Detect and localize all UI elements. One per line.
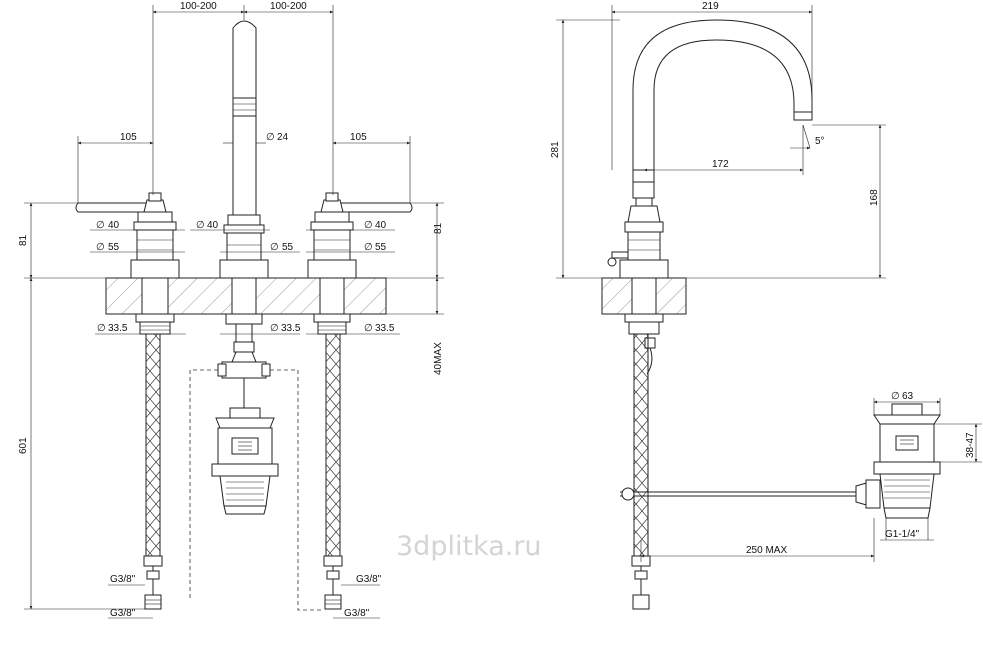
side-hose-end xyxy=(631,555,651,610)
handle-right-base-dia-symbol: ∅ xyxy=(364,242,373,253)
shank-left-dia-label: 33.5 xyxy=(108,323,128,334)
handle-left-base-dia-symbol: ∅ xyxy=(96,242,105,253)
right-handle-valve xyxy=(307,192,413,335)
drain-adjust-label: 38-47 xyxy=(965,432,976,458)
handle-right-top-dia-symbol: ∅ xyxy=(364,220,373,231)
shank-right-dia-label: 33.5 xyxy=(375,323,395,334)
front-dimensions xyxy=(24,5,444,619)
handle-right-top-dia-label: 40 xyxy=(375,220,387,231)
deck-thickness-label: 40MAX xyxy=(433,342,444,375)
inner-reach-label: 172 xyxy=(712,159,729,170)
drain-front xyxy=(211,407,279,515)
spout-diameter-label: 24 xyxy=(277,132,289,143)
aerator xyxy=(793,111,813,121)
handle-left-base-dia-label: 55 xyxy=(108,242,120,253)
handle-right-base-dia-label: 55 xyxy=(375,242,387,253)
total-height-label: 281 xyxy=(550,141,561,158)
reach-label: 219 xyxy=(702,1,719,12)
side-hose xyxy=(633,333,649,557)
side-view: 219 281 172 168 5° ∅ 63 38-47 G1-1/4" 25… xyxy=(550,1,982,610)
hose-length-label: 601 xyxy=(18,437,29,454)
rod-length-label: 250 MAX xyxy=(746,545,787,556)
shank-spout-dia-symbol: ∅ xyxy=(270,323,279,334)
watermark: 3dplitka.ru xyxy=(396,531,542,562)
gooseneck-spout xyxy=(632,19,813,199)
front-view: 100-200 100-200 105 105 ∅ 24 ∅ 40 ∅ 55 ∅… xyxy=(18,1,444,619)
drain-thread-label: G1-1/4" xyxy=(885,529,920,540)
shank-spout-dia-label: 33.5 xyxy=(281,323,301,334)
spread-left-label: 100-200 xyxy=(180,1,217,12)
hose-left xyxy=(145,333,161,557)
hose-left-end xyxy=(143,555,163,610)
conn-left-upper-label: G3/8" xyxy=(110,574,136,585)
shank-left-dia-symbol: ∅ xyxy=(97,323,106,334)
right-height-label: 81 xyxy=(433,222,444,234)
left-height-label: 81 xyxy=(18,234,29,246)
left-handle-valve xyxy=(75,192,180,335)
spout-collar xyxy=(632,169,655,183)
spout-base-dia-label: 55 xyxy=(282,242,294,253)
spread-right-label: 100-200 xyxy=(270,1,307,12)
conn-right-lower-label: G3/8" xyxy=(344,608,370,619)
drain-cap-dia-label: 63 xyxy=(902,391,914,402)
hose-right-end xyxy=(323,555,343,610)
lever-right-label: 105 xyxy=(350,132,367,143)
side-dimensions xyxy=(556,5,982,562)
spout-dia-symbol: ∅ xyxy=(266,132,275,143)
shank-right-dia-symbol: ∅ xyxy=(364,323,373,334)
spout-top-dia-label: 40 xyxy=(207,220,219,231)
conn-right-upper-label: G3/8" xyxy=(356,574,382,585)
side-valve-body xyxy=(607,197,669,375)
drain-cap-dia-symbol: ∅ xyxy=(891,391,900,402)
lever-left-label: 105 xyxy=(120,132,137,143)
center-spout xyxy=(217,20,271,410)
drain-side xyxy=(873,403,941,519)
popup-rod xyxy=(620,479,881,509)
spout-top-dia-symbol: ∅ xyxy=(196,220,205,231)
dashed-outline xyxy=(189,369,322,611)
handle-left-top-dia-label: 40 xyxy=(108,220,120,231)
spout-base-dia-symbol: ∅ xyxy=(270,242,279,253)
spout-angle-label: 5° xyxy=(815,136,825,147)
outlet-height-label: 168 xyxy=(869,189,880,206)
hose-right xyxy=(325,333,341,557)
conn-left-lower-label: G3/8" xyxy=(110,608,136,619)
handle-left-top-dia-symbol: ∅ xyxy=(96,220,105,231)
